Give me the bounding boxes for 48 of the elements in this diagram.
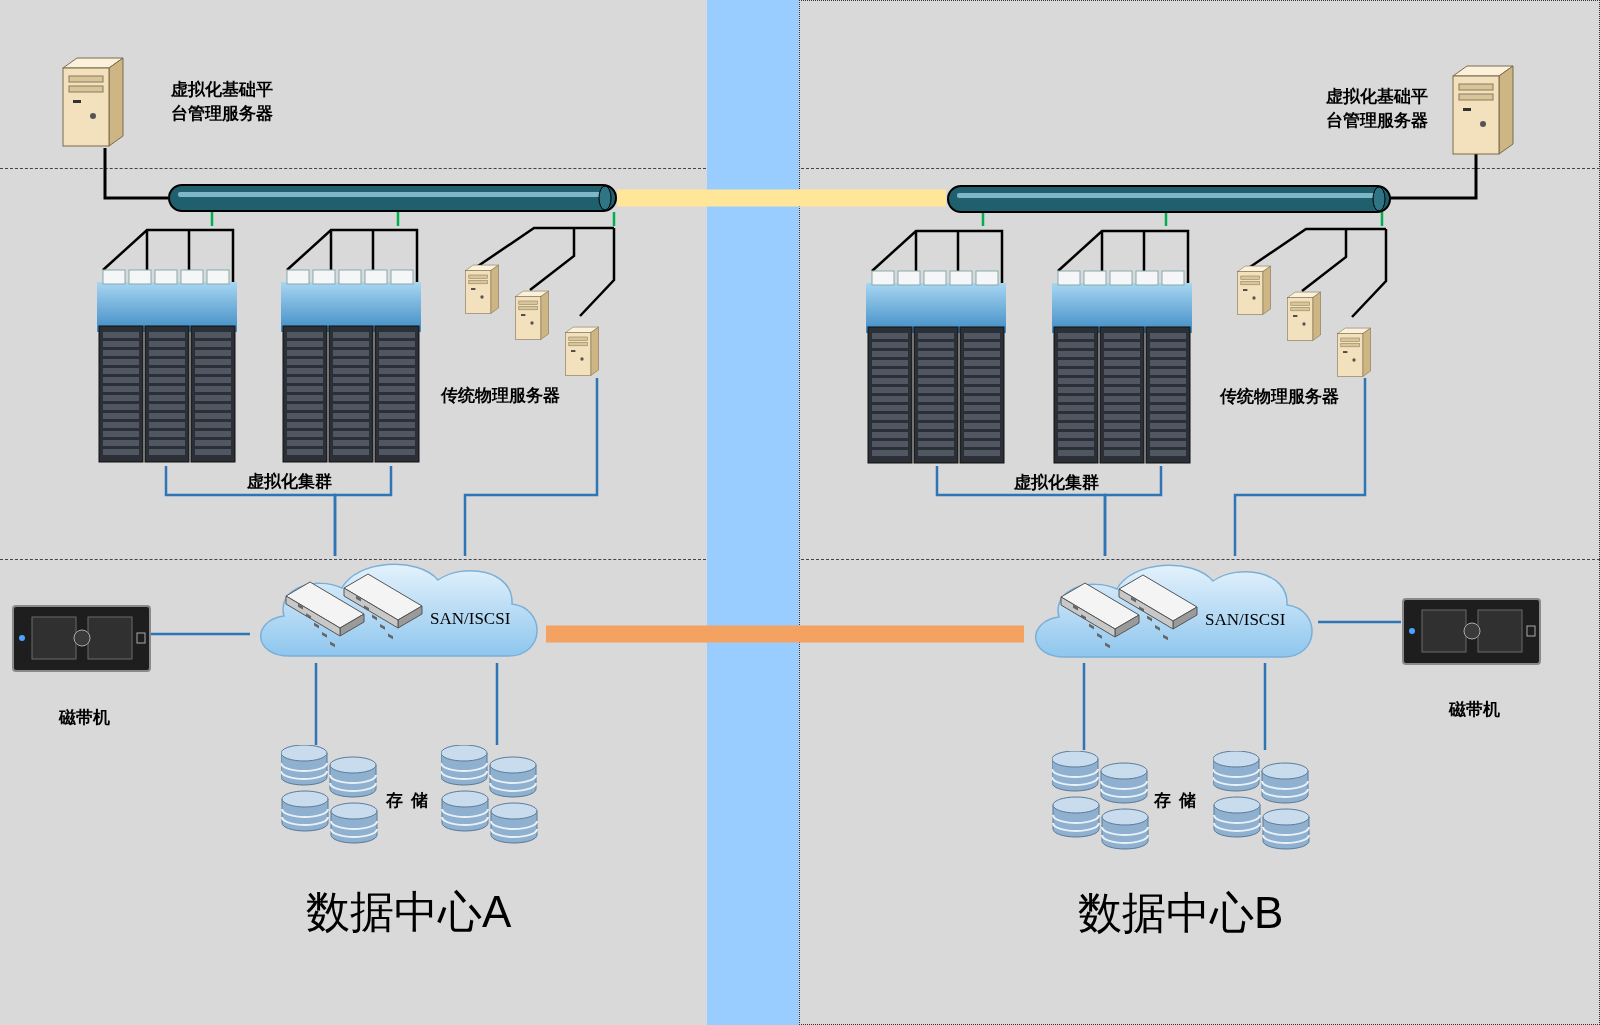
device-caption: 虚拟化基础平台管理服务器	[170, 79, 274, 125]
panel-title: 数据中心A	[306, 886, 512, 938]
device-caption: 虚拟化集群	[1012, 472, 1100, 494]
connection-line	[612, 212, 616, 226]
link-cable	[546, 625, 1024, 643]
device-caption: 虚拟化集群	[245, 471, 333, 493]
connection-line	[1380, 212, 1384, 226]
data-center-panel	[799, 0, 1600, 1025]
tape-drive-icon	[1402, 598, 1542, 664]
connection-line	[396, 212, 400, 226]
tape-drive-icon	[12, 605, 151, 672]
storage-disks-icon	[1052, 751, 1149, 848]
cloud-label: SAN/ISCSI	[1205, 609, 1286, 631]
network-backbone-bar	[947, 185, 1391, 213]
connection-line	[314, 663, 318, 745]
connection-line	[1103, 466, 1163, 556]
data-center-panel	[0, 0, 707, 1025]
storage-disks-icon	[1213, 751, 1310, 848]
connection-line	[1233, 378, 1367, 556]
connection-line	[1390, 153, 1478, 200]
device-caption: 传统物理服务器	[1218, 386, 1340, 408]
device-caption: 磁带机	[57, 707, 111, 729]
connection-line	[103, 148, 168, 200]
device-caption: 磁带机	[1447, 699, 1501, 721]
storage-caption: 存储	[386, 790, 436, 812]
cloud-label: SAN/ISCSI	[430, 608, 511, 630]
server-rack-cluster-drawing	[97, 226, 237, 466]
link-cable	[617, 189, 946, 207]
storage-disks-icon	[441, 745, 539, 847]
connection-line	[1318, 620, 1401, 624]
connection-line	[981, 212, 985, 226]
connection-line	[1263, 663, 1267, 750]
connection-line	[495, 663, 499, 745]
connection-line	[1164, 212, 1168, 226]
network-backbone-bar	[168, 184, 617, 212]
connection-line	[463, 378, 599, 556]
panel-title: 数据中心B	[1078, 887, 1284, 939]
connection-line	[210, 212, 214, 226]
device-caption: 虚拟化基础平台管理服务器	[1325, 86, 1429, 132]
device-caption: 传统物理服务器	[439, 385, 561, 407]
connection-line	[1082, 663, 1086, 750]
server-rack-cluster-drawing	[281, 226, 421, 466]
connection-line	[333, 466, 393, 556]
storage-disks-icon	[281, 745, 378, 847]
server-rack-cluster-drawing	[866, 227, 1006, 467]
connection-line	[151, 632, 250, 636]
server-rack-cluster-drawing	[1052, 227, 1192, 467]
storage-caption: 存储	[1154, 790, 1204, 812]
